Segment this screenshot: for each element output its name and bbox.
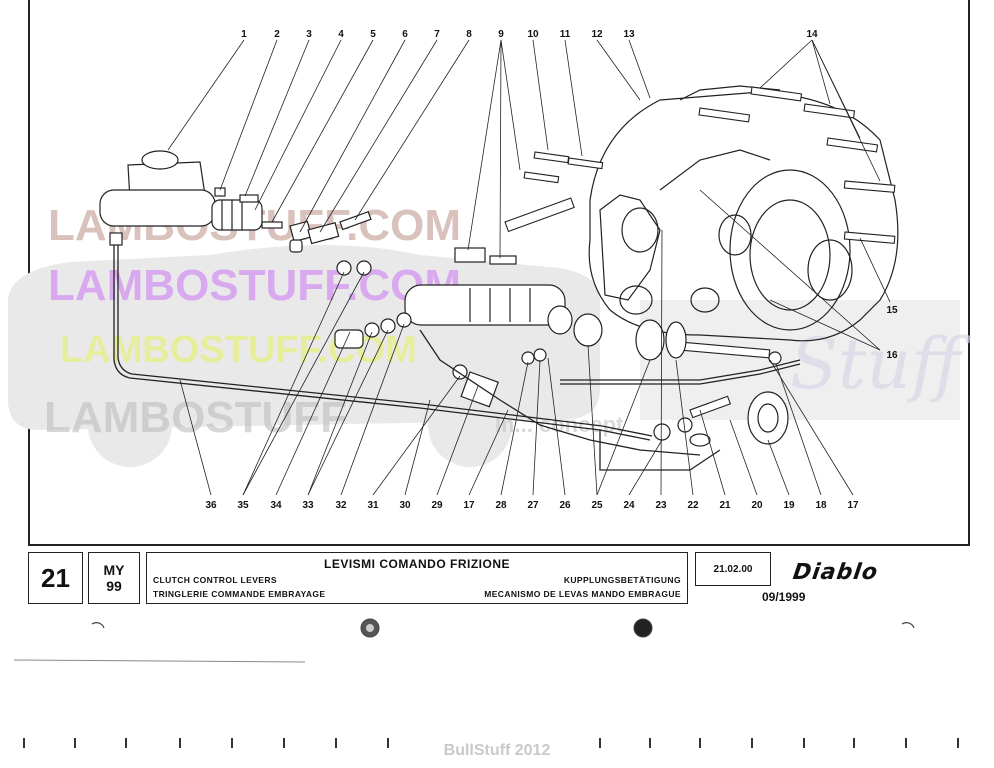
title-spanish: MECANISMO DE LEVAS MANDO EMBRAGUE: [484, 589, 681, 599]
svg-text:LAMBOSTUFF: LAMBOSTUFF: [44, 393, 347, 442]
model-year-label: MY: [103, 562, 125, 578]
bottom-tick-marks: [23, 738, 959, 748]
callout-label: 34: [270, 500, 282, 511]
callout-label: 27: [527, 500, 539, 511]
title-english: CLUTCH CONTROL LEVERS: [153, 575, 277, 585]
callout-label: 24: [623, 500, 635, 511]
title-french: TRINGLERIE COMMANDE EMBRAYAGE: [153, 589, 326, 599]
model-year-box: MY 99: [88, 552, 140, 604]
credit-watermark: BullStuff 2012: [443, 742, 551, 759]
callout-label: 5: [370, 29, 376, 40]
callout-label: 23: [655, 500, 667, 511]
callout-label: 21: [719, 500, 731, 511]
callout-numbers: 1 2 3 4 5 6 7 8 9 10 11 12 13 14 15 16 3…: [205, 29, 898, 511]
model-logo: Diablo: [791, 560, 880, 585]
release-parts: [635, 319, 789, 447]
callout-label: 13: [623, 29, 635, 40]
callout-label: 1: [241, 29, 247, 40]
callout-label: 28: [495, 500, 507, 511]
callout-label: 8: [466, 29, 472, 40]
callout-label: 7: [434, 29, 440, 40]
clutch-hydraulic-pipes: [113, 245, 801, 471]
studs: [504, 86, 896, 419]
svg-text:Stuff: Stuff: [790, 323, 971, 405]
callout-label: 25: [591, 500, 603, 511]
binder-marks: [13, 618, 915, 663]
leader-lines: [167, 39, 891, 496]
callout-label: 30: [399, 500, 411, 511]
callout-label: 17: [847, 500, 859, 511]
svg-text:LAMBOSTUFF.COM: LAMBOSTUFF.COM: [48, 261, 461, 310]
callout-label: 6: [402, 29, 408, 40]
callout-label: 9: [498, 29, 504, 40]
callout-label: 32: [335, 500, 347, 511]
callout-label: 16: [886, 350, 898, 361]
title-german: KUPPLUNGSBETÄTIGUNG: [563, 575, 681, 585]
plate-number: 21: [28, 552, 83, 604]
callout-label: 17: [463, 500, 475, 511]
callout-label: 18: [815, 500, 827, 511]
drawing-code: 21.02.00: [695, 552, 771, 586]
callout-label: 26: [559, 500, 571, 511]
callout-label: 22: [687, 500, 699, 511]
callout-label: 3: [306, 29, 312, 40]
callout-label: 10: [527, 29, 539, 40]
callout-label: 20: [751, 500, 763, 511]
model-year-value: 99: [106, 578, 122, 594]
title-italian: LEVISMI COMANDO FRIZIONE: [324, 557, 510, 571]
callout-label: 33: [302, 500, 314, 511]
callout-label: 19: [783, 500, 795, 511]
callout-label: 36: [205, 500, 217, 511]
callout-label: 29: [431, 500, 443, 511]
callout-label: 12: [591, 29, 603, 40]
callout-label: 31: [367, 500, 379, 511]
gearbox-housing: [588, 85, 899, 342]
callout-label: 35: [237, 500, 249, 511]
callout-label: 2: [274, 29, 280, 40]
issue-date: 09/1999: [762, 590, 806, 604]
callout-label: 14: [806, 29, 818, 40]
callout-label: 15: [886, 305, 898, 316]
callout-label: 11: [560, 29, 571, 40]
callout-label: 4: [338, 29, 344, 40]
title-box: LEVISMI COMANDO FRIZIONE CLUTCH CONTROL …: [146, 552, 688, 604]
master-cylinder: [99, 150, 372, 276]
